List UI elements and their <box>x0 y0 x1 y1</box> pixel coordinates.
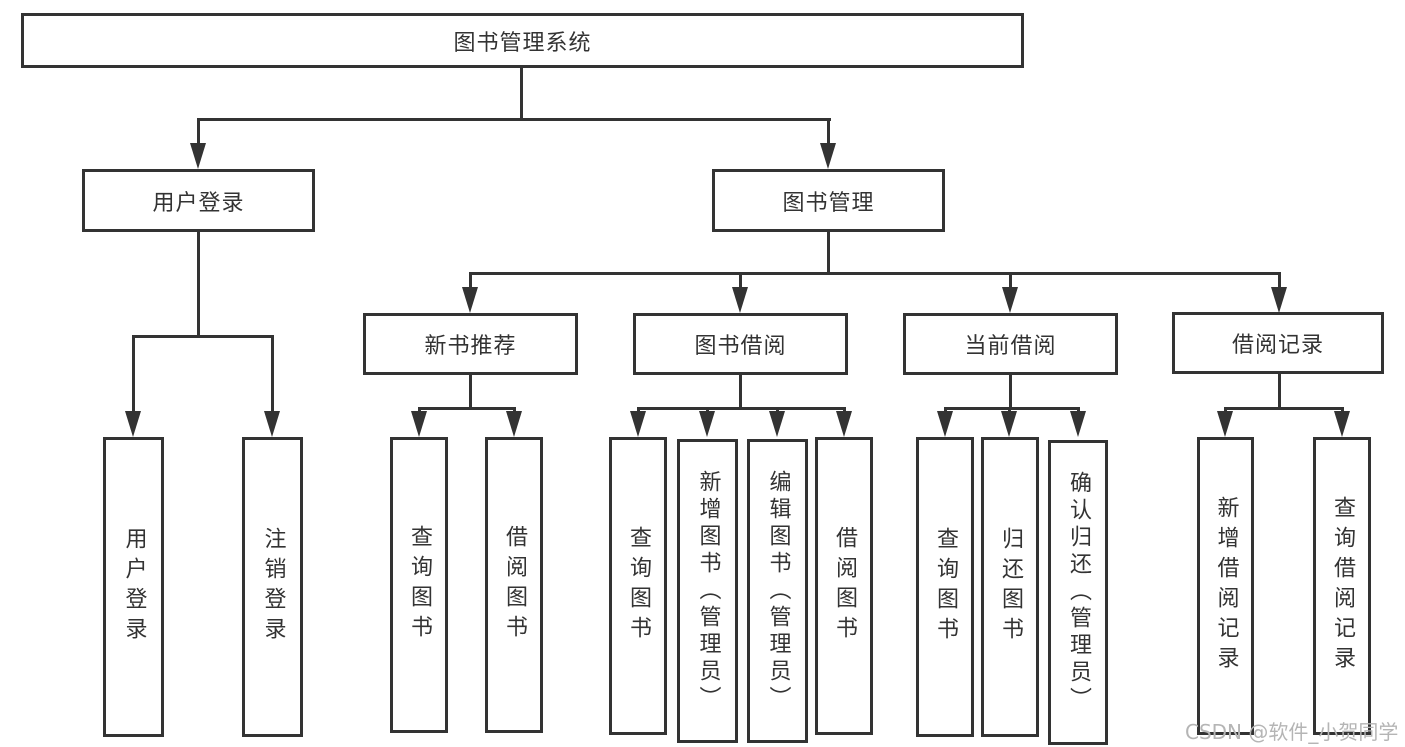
node-root-label: 图书管理系统 <box>453 30 592 56</box>
leaf-recommend-borrow-book-label: 借阅图书 <box>502 525 527 645</box>
connector-line <box>1009 375 1012 409</box>
node-current-borrowing-label: 当前借阅 <box>964 334 1057 359</box>
connector-line <box>418 407 515 410</box>
arrow-down-icon <box>1070 411 1086 437</box>
leaf-confirm-return-admin-label: 确认归还（管理员） <box>1066 471 1091 714</box>
leaf-borrowing-borrow-book-label: 借阅图书 <box>832 526 857 646</box>
leaf-borrowing-query-book: 查询图书 <box>609 437 667 735</box>
leaf-return-book: 归还图书 <box>981 437 1039 737</box>
connector-line <box>944 407 1079 410</box>
node-root: 图书管理系统 <box>21 13 1024 68</box>
connector-line <box>197 118 831 121</box>
leaf-confirm-return-admin: 确认归还（管理员） <box>1048 440 1108 745</box>
arrow-down-icon <box>769 411 785 437</box>
leaf-add-borrow-record: 新增借阅记录 <box>1197 437 1254 735</box>
connector-line <box>1278 374 1281 409</box>
leaf-borrowing-query-book-label: 查询图书 <box>626 526 651 646</box>
leaf-recommend-borrow-book: 借阅图书 <box>485 437 543 733</box>
connector-line <box>739 375 742 409</box>
arrow-down-icon <box>506 411 522 437</box>
connector-line <box>469 272 1281 275</box>
leaf-logout-label: 注销登录 <box>260 527 286 647</box>
node-borrow-records: 借阅记录 <box>1172 312 1384 374</box>
arrow-down-icon <box>820 143 836 169</box>
leaf-return-book-label: 归还图书 <box>998 527 1023 647</box>
leaf-edit-book-admin: 编辑图书（管理员） <box>747 439 808 743</box>
connector-line <box>520 68 523 120</box>
arrow-down-icon <box>264 411 280 437</box>
arrow-down-icon <box>1334 411 1350 437</box>
connector-line <box>827 232 830 274</box>
leaf-query-borrow-record-label: 查询借阅记录 <box>1330 496 1355 676</box>
leaf-borrowing-borrow-book: 借阅图书 <box>815 437 873 735</box>
connector-line <box>271 335 274 411</box>
arrow-down-icon <box>1271 287 1287 313</box>
connector-line <box>197 232 200 336</box>
node-book-borrowing: 图书借阅 <box>633 313 848 375</box>
connector-line <box>132 335 274 338</box>
connector-line <box>1278 272 1281 289</box>
connector-line <box>197 118 200 145</box>
node-current-borrowing: 当前借阅 <box>903 313 1118 375</box>
leaf-logout: 注销登录 <box>242 437 303 737</box>
node-book-management-label: 图书管理 <box>782 190 875 216</box>
node-user-login-label: 用户登录 <box>152 190 245 216</box>
leaf-recommend-query-book: 查询图书 <box>390 437 448 733</box>
node-user-login: 用户登录 <box>82 169 315 232</box>
arrow-down-icon <box>732 287 748 313</box>
connector-line <box>469 375 472 409</box>
leaf-recommend-query-book-label: 查询图书 <box>407 525 432 645</box>
leaf-user-login-label: 用户登录 <box>121 527 147 647</box>
arrow-down-icon <box>1217 411 1233 437</box>
leaf-query-borrow-record: 查询借阅记录 <box>1313 437 1371 735</box>
connector-line <box>469 272 472 289</box>
node-book-management: 图书管理 <box>712 169 945 232</box>
arrow-down-icon <box>411 411 427 437</box>
arrow-down-icon <box>937 411 953 437</box>
leaf-current-query-book-label: 查询图书 <box>933 527 958 647</box>
connector-line <box>637 407 845 410</box>
leaf-add-book-admin: 新增图书（管理员） <box>677 439 738 743</box>
arrow-down-icon <box>836 411 852 437</box>
arrow-down-icon <box>699 411 715 437</box>
arrow-down-icon <box>1001 411 1017 437</box>
arrow-down-icon <box>1002 287 1018 313</box>
connector-line <box>1224 407 1343 410</box>
arrow-down-icon <box>125 411 141 437</box>
arrow-down-icon <box>190 143 206 169</box>
csdn-watermark: CSDN @软件_小贺同学 <box>1185 720 1399 744</box>
leaf-add-borrow-record-label: 新增借阅记录 <box>1213 496 1239 676</box>
arrow-down-icon <box>462 287 478 313</box>
leaf-current-query-book: 查询图书 <box>916 437 974 737</box>
node-new-book-recommend-label: 新书推荐 <box>424 334 517 359</box>
node-new-book-recommend: 新书推荐 <box>363 313 578 375</box>
arrow-down-icon <box>630 411 646 437</box>
connector-line <box>739 272 742 289</box>
leaf-user-login: 用户登录 <box>103 437 164 737</box>
leaf-add-book-admin-label: 新增图书（管理员） <box>695 469 721 713</box>
leaf-edit-book-admin-label: 编辑图书（管理员） <box>765 469 791 713</box>
node-borrow-records-label: 借阅记录 <box>1231 333 1324 358</box>
connector-line <box>1009 272 1012 289</box>
connector-line <box>132 335 135 411</box>
node-book-borrowing-label: 图书借阅 <box>694 334 787 359</box>
connector-line <box>827 118 830 145</box>
